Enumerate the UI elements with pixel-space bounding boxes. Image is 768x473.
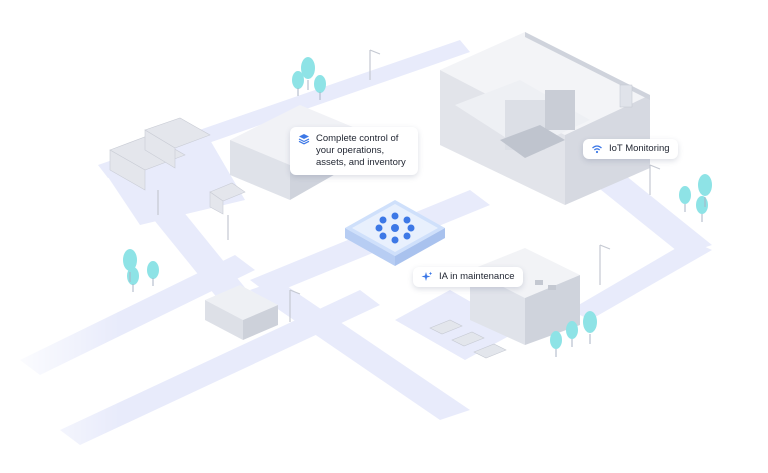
factory-building: [440, 32, 650, 205]
layers-icon: [298, 133, 310, 145]
label-ia-maintenance: IA in maintenance: [413, 267, 523, 287]
label-ia-maintenance-text: IA in maintenance: [439, 271, 515, 282]
road-east-south: [570, 240, 712, 320]
lamp-posts: [157, 49, 661, 322]
road-south: [250, 280, 470, 420]
parked-cars: [429, 319, 507, 359]
storage-container: [205, 285, 278, 340]
label-complete-control: Complete control of your operations, ass…: [290, 127, 418, 175]
trees: [123, 57, 712, 357]
road-mid-west: [150, 205, 255, 310]
network-hub-icon: [375, 212, 415, 244]
office-building: [470, 248, 580, 345]
fade-overlay: [0, 300, 120, 473]
wifi-signal-icon: [591, 143, 603, 155]
label-iot-monitoring-text: IoT Monitoring: [609, 143, 670, 154]
trucks: [109, 117, 246, 215]
road-top: [98, 40, 470, 178]
road-lower-diagonal: [60, 290, 380, 445]
sparkle-icon: [421, 271, 433, 283]
label-iot-monitoring: IoT Monitoring: [583, 139, 678, 159]
label-complete-control-text: Complete control of your operations, ass…: [316, 133, 406, 168]
